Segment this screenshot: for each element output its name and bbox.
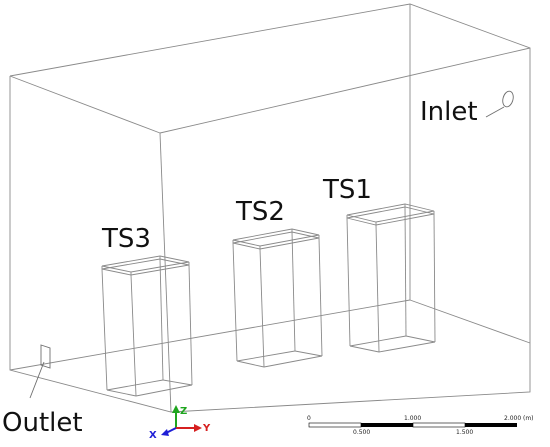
x-axis-arrow <box>161 429 169 436</box>
inlet-label: Inlet <box>420 97 478 127</box>
x-axis-label: X <box>149 430 157 441</box>
outlet-leader <box>29 361 45 399</box>
ts2-box <box>232 228 323 368</box>
scale-tick-2000: 2.000 <box>504 415 521 422</box>
inlet-opening <box>485 90 514 118</box>
outlet-label: Outlet <box>2 408 83 438</box>
scale-tick-1000: 1.000 <box>404 415 421 422</box>
z-axis-arrow <box>172 405 180 413</box>
ts1-box <box>346 203 436 353</box>
ts3-label: TS3 <box>101 224 151 254</box>
z-axis-label: Z <box>180 406 187 417</box>
y-axis-arrow <box>194 424 202 432</box>
room-box <box>9 3 531 413</box>
ts3-box <box>101 255 193 397</box>
scale-tick-0: 0 <box>307 415 311 422</box>
axis-triad: Z Y X <box>149 405 211 441</box>
scale-bar: 0 1.000 2.000 (m) 0.500 1.500 <box>307 415 534 436</box>
scale-tick-0500: 0.500 <box>353 429 370 436</box>
ts1-label: TS1 <box>322 175 372 205</box>
scale-unit: (m) <box>523 415 534 422</box>
ts2-label: TS2 <box>235 197 285 227</box>
y-axis-label: Y <box>202 423 211 434</box>
outlet-opening <box>40 344 51 369</box>
scale-tick-1500: 1.500 <box>456 429 473 436</box>
